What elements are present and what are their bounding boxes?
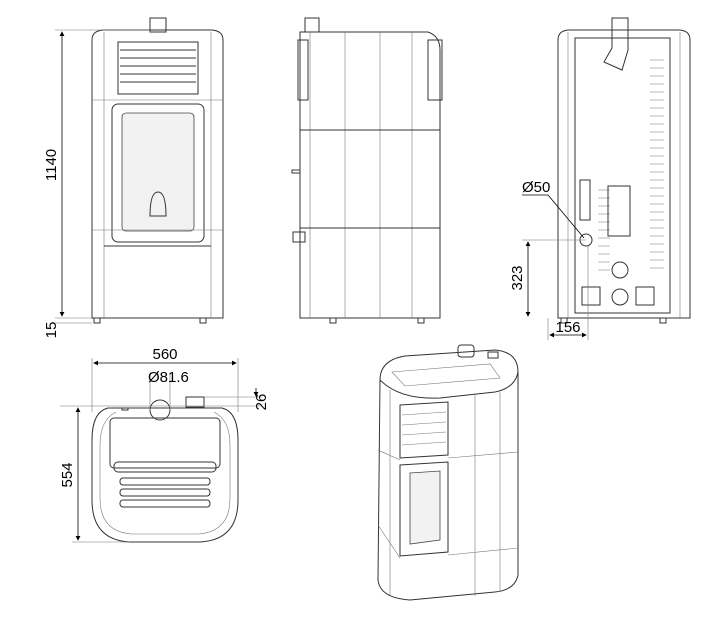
flue-offset-label: 26 bbox=[253, 394, 270, 411]
side-view bbox=[291, 17, 443, 324]
front-glass bbox=[121, 112, 195, 232]
back-view: Ø50 323 156 bbox=[509, 17, 691, 340]
width-dimension: 560 bbox=[152, 346, 177, 363]
air-inlet-offset-label: 156 bbox=[555, 319, 580, 336]
height-dimension: 1140 bbox=[43, 149, 60, 181]
flue-outlet bbox=[149, 399, 171, 421]
depth-dimension: 554 bbox=[59, 462, 76, 487]
perspective-view bbox=[377, 344, 519, 601]
air-inlet-height-label: 323 bbox=[509, 265, 526, 290]
air-inlet-diameter-label: Ø50 bbox=[522, 179, 550, 196]
foot-dimension: 15 bbox=[43, 322, 60, 339]
front-grille bbox=[120, 49, 196, 83]
front-view: 1140 15 bbox=[43, 17, 224, 339]
back-vents bbox=[598, 59, 664, 271]
flue-diameter-label: Ø81.6 bbox=[148, 369, 189, 386]
top-view: 560 Ø81.6 26 554 bbox=[59, 346, 270, 543]
